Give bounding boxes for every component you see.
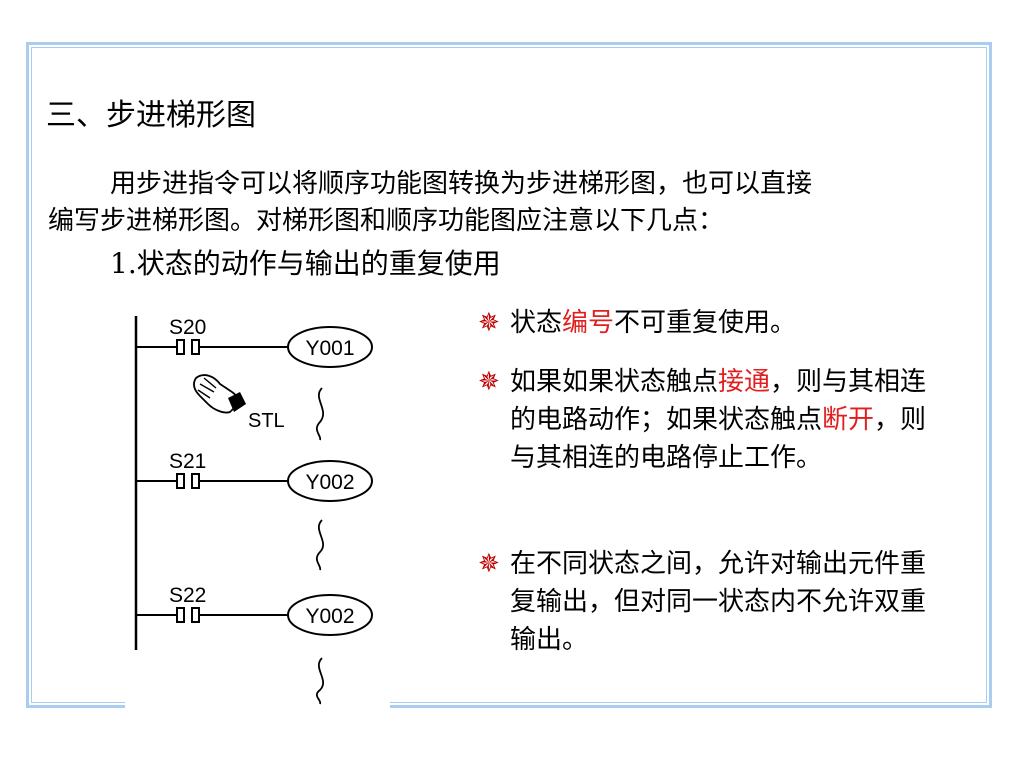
star-bullet-icon: ✵ — [478, 367, 500, 397]
pointing-hand-icon — [193, 374, 246, 414]
highlight-text: 断开 — [822, 405, 875, 435]
highlight-text: 接通 — [718, 367, 771, 397]
continuation-squiggle — [316, 387, 325, 441]
intro-line-1: 用步进指令可以将顺序功能图转换为步进梯形图，也可以直接 — [110, 169, 813, 199]
section-heading: 三、步进梯形图 — [46, 98, 256, 133]
coil-label: Y001 — [305, 337, 354, 360]
output-coil — [287, 326, 373, 368]
stl-contact-symbol — [176, 339, 185, 355]
output-coil — [287, 460, 373, 502]
star-bullet-icon: ✵ — [478, 549, 500, 579]
bullet-text: 如果如果状态触点 — [510, 367, 719, 397]
coil-label: Y002 — [305, 471, 354, 494]
intro-paragraph: 用步进指令可以将顺序功能图转换为步进梯形图，也可以直接 编写步进梯形图。对梯形图… — [48, 166, 960, 240]
continuation-squiggle — [316, 519, 325, 571]
stl-contact-symbol — [176, 473, 185, 489]
bullet-text: 在不同状态之间，允许对输出元件重复输出，但对同一状态内不允许双重输出。 — [510, 549, 927, 655]
stl-label: STL — [248, 410, 285, 432]
bullet-item: ✵ 如果如果状态触点接通，则与其相连的电路动作；如果状态触点断开，则与其相连的电… — [478, 363, 948, 477]
bullet-text: ，则与其相连的电路停止工作。 — [510, 405, 927, 473]
slide-border-inner — [31, 47, 987, 703]
slide-border — [26, 42, 992, 708]
ladder-rung: S22 Y002 — [136, 584, 373, 636]
bullet-item: ✵ 状态编号不可重复使用。 — [478, 304, 958, 342]
stl-contact-symbol — [176, 607, 185, 623]
bullet-text: 状态 — [510, 308, 563, 338]
bullet-text: ，则与其相连的电路动作；如果状态触点 — [510, 367, 927, 435]
diagram-background — [125, 300, 390, 708]
star-bullet-icon: ✵ — [478, 308, 500, 338]
continuation-squiggle — [316, 657, 325, 705]
contact-label: S20 — [169, 316, 206, 339]
bullet-item: ✵ 在不同状态之间，允许对输出元件重复输出，但对同一状态内不允许双重输出。 — [478, 545, 948, 659]
contact-label: S21 — [169, 450, 206, 473]
sub-heading: 1.状态的动作与输出的重复使用 — [110, 247, 501, 280]
output-coil — [287, 594, 373, 636]
coil-label: Y002 — [305, 605, 354, 628]
bullet-text: 不可重复使用。 — [614, 308, 797, 338]
ladder-rung: S20 Y001 — [136, 316, 373, 368]
ladder-rung: S21 Y002 — [136, 450, 373, 502]
intro-line-2: 编写步进梯形图。对梯形图和顺序功能图应注意以下几点： — [48, 206, 725, 236]
contact-label: S22 — [169, 584, 206, 607]
highlight-text: 编号 — [562, 308, 615, 338]
